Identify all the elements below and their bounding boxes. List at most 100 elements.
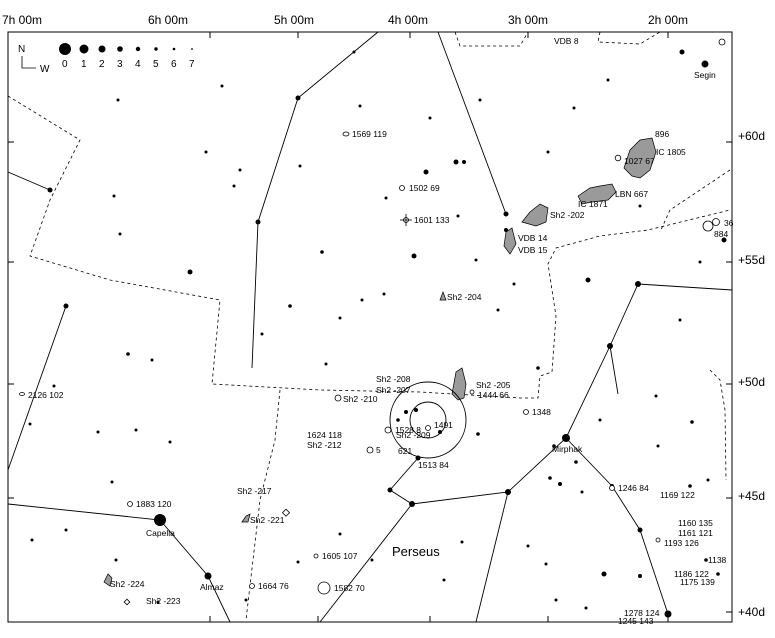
legend-dot-mag6 bbox=[172, 47, 176, 51]
compass: N W bbox=[18, 44, 50, 75]
field-circle-outer bbox=[389, 381, 467, 459]
object-label: Sh2 -205 bbox=[476, 380, 511, 390]
ra-label: 7h 00m bbox=[2, 13, 42, 27]
star bbox=[370, 558, 374, 562]
object-label: 1175 139 bbox=[680, 577, 715, 587]
star bbox=[456, 214, 460, 218]
star bbox=[134, 428, 138, 432]
constellation-name: Perseus bbox=[392, 544, 440, 559]
object-label: Sh2 -207 bbox=[376, 385, 411, 395]
star bbox=[442, 578, 446, 582]
cluster-1193 bbox=[655, 537, 661, 543]
object-label: 1664 76 bbox=[258, 581, 289, 591]
object-label: VDB 15 bbox=[518, 245, 548, 255]
star bbox=[255, 219, 261, 225]
object-label: Sh2 -204 bbox=[447, 292, 482, 302]
star bbox=[387, 487, 393, 493]
star bbox=[637, 527, 643, 533]
star bbox=[716, 572, 720, 576]
star bbox=[688, 484, 692, 488]
star bbox=[28, 422, 32, 426]
legend-dot-mag3 bbox=[117, 46, 123, 52]
object-label: 1348 bbox=[532, 407, 551, 417]
star bbox=[544, 562, 548, 566]
legend-dot-mag4 bbox=[135, 46, 141, 52]
cluster-1246 bbox=[609, 485, 615, 491]
object-label: Sh2 -212 bbox=[307, 440, 342, 450]
object-label: 1138 bbox=[708, 555, 727, 565]
star bbox=[47, 187, 53, 193]
object-labels: VDB 8 896 IC 1805 1027 67 LBN 667 IC 187… bbox=[28, 36, 734, 626]
star bbox=[360, 298, 364, 302]
star-label-mirphak: Mirphak bbox=[552, 444, 583, 454]
cluster-1491 bbox=[425, 425, 431, 431]
star bbox=[678, 318, 682, 322]
field-circles bbox=[389, 381, 467, 459]
object-label: 1883 120 bbox=[136, 499, 172, 509]
cluster-1605 bbox=[313, 553, 319, 559]
star bbox=[558, 482, 562, 486]
object-label: 1624 118 bbox=[307, 430, 342, 440]
star bbox=[526, 544, 530, 548]
star bbox=[584, 606, 588, 610]
cluster-869 bbox=[712, 218, 720, 226]
object-label: 1027 67 bbox=[624, 156, 655, 166]
star-label-capella: Capella bbox=[146, 528, 175, 538]
star bbox=[404, 410, 408, 414]
object-label: 1601 133 bbox=[414, 215, 450, 225]
object-label: Sh2 -210 bbox=[343, 394, 378, 404]
nebula-sh2-204 bbox=[439, 291, 447, 301]
star bbox=[580, 490, 584, 494]
star bbox=[606, 78, 610, 82]
legend-label: 3 bbox=[117, 59, 123, 70]
star bbox=[396, 418, 400, 422]
field-circle-inner bbox=[409, 401, 447, 439]
ra-label: 2h 00m bbox=[648, 13, 688, 27]
star bbox=[260, 332, 264, 336]
legend-label: 0 bbox=[62, 59, 68, 70]
star bbox=[126, 352, 130, 356]
star bbox=[496, 308, 500, 312]
star bbox=[204, 150, 208, 154]
star bbox=[476, 432, 480, 436]
star bbox=[704, 558, 708, 562]
object-label: VDB 14 bbox=[518, 233, 548, 243]
star bbox=[505, 489, 511, 495]
legend-dot-mag1 bbox=[79, 44, 89, 54]
nebula-ic1805 bbox=[623, 137, 657, 179]
object-label: 1278 124 bbox=[624, 608, 660, 618]
star bbox=[512, 282, 516, 286]
star bbox=[679, 49, 685, 55]
object-label: 1246 84 bbox=[618, 483, 649, 493]
star bbox=[656, 444, 660, 448]
star bbox=[503, 211, 509, 217]
nebula-sh2-205 bbox=[451, 367, 467, 401]
star bbox=[598, 418, 602, 422]
star bbox=[382, 292, 386, 296]
star bbox=[438, 430, 442, 434]
object-label: VDB 8 bbox=[554, 36, 579, 46]
legend-label: 6 bbox=[171, 59, 177, 70]
star bbox=[298, 164, 302, 168]
star bbox=[63, 303, 69, 309]
star bbox=[288, 304, 292, 308]
object-label: LBN 667 bbox=[615, 189, 648, 199]
object-label: Sh2 -217 bbox=[237, 486, 272, 496]
star bbox=[296, 560, 300, 564]
star-capella bbox=[154, 514, 166, 526]
star bbox=[414, 408, 418, 412]
object-label: IC 1805 bbox=[656, 147, 686, 157]
ra-label: 6h 00m bbox=[148, 13, 188, 27]
nebula-sh2-224 bbox=[103, 573, 113, 587]
object-label: 1513 84 bbox=[418, 460, 449, 470]
legend-label: 4 bbox=[135, 59, 141, 70]
star bbox=[352, 50, 356, 54]
cluster-1502 bbox=[399, 185, 405, 191]
star bbox=[548, 476, 552, 480]
cluster-marker bbox=[366, 446, 374, 454]
object-label: 1502 69 bbox=[409, 183, 440, 193]
cluster-1883 bbox=[127, 501, 133, 507]
star bbox=[168, 440, 172, 444]
nebula-sh2-210-marker bbox=[334, 394, 342, 402]
